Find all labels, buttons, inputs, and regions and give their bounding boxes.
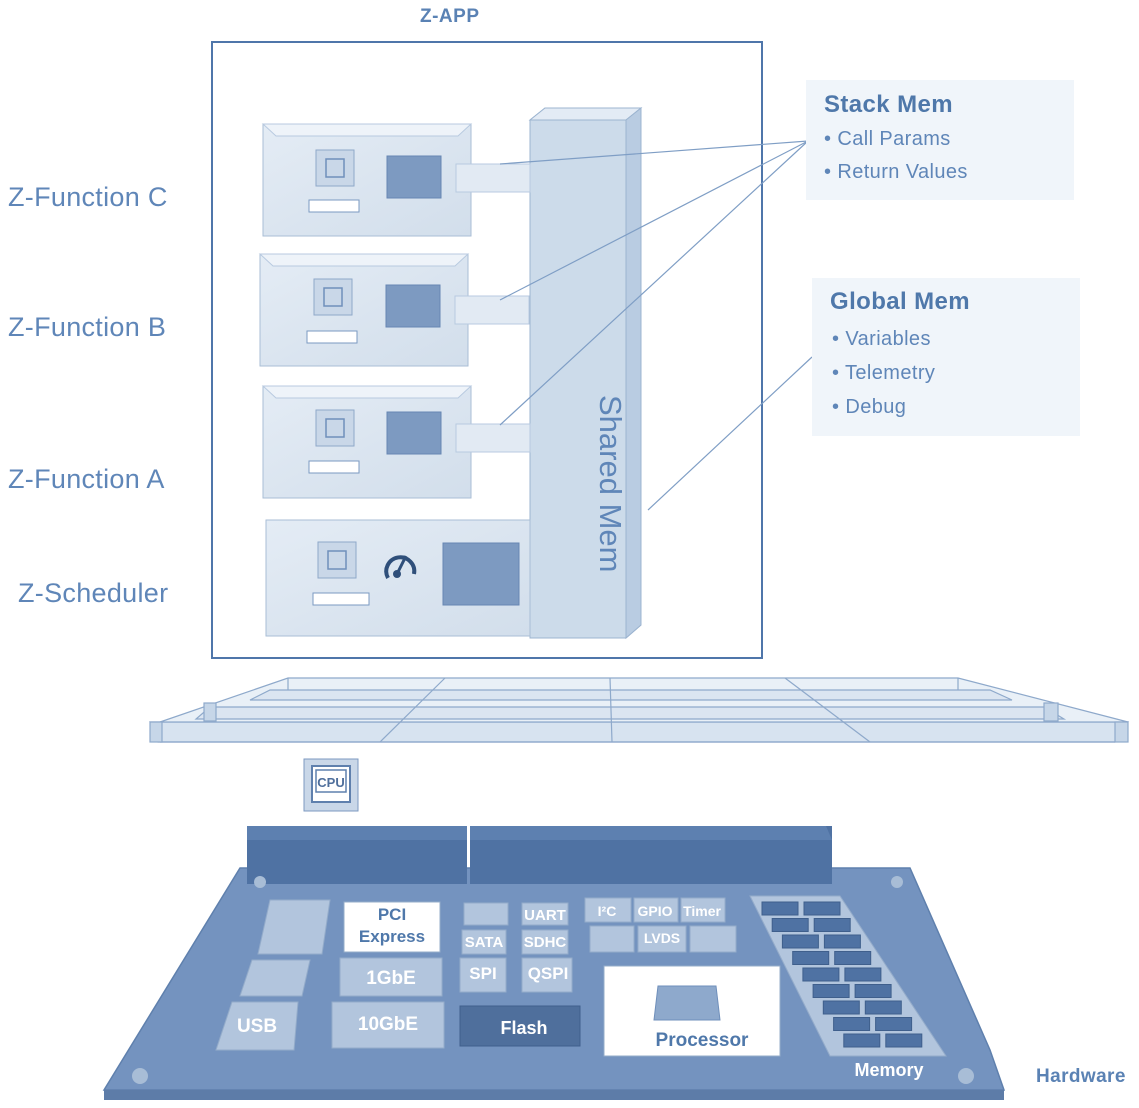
memory-cell (844, 967, 882, 982)
pci-label-line1: PCI (378, 905, 406, 924)
lvds-label: LVDS (644, 930, 680, 946)
gbe1-label: 1GbE (366, 968, 416, 989)
memory-cell (864, 1000, 902, 1015)
usb-label: USB (237, 1016, 277, 1037)
memory-cell (771, 918, 809, 932)
global-mem-item: • Telemetry (832, 362, 936, 384)
stack-mem-item: • Call Params (824, 128, 951, 150)
memory-cell (834, 951, 872, 965)
sata-label: SATA (465, 934, 504, 951)
memory-cell (812, 984, 850, 998)
gpio-label: GPIO (637, 903, 672, 919)
memory-cell (802, 967, 840, 982)
label-z-function-c: Z-Function C (8, 182, 168, 212)
gbe10-label: 10GbE (358, 1014, 418, 1035)
stack-mem-title: Stack Mem (824, 91, 953, 118)
i2c-label: I²C (598, 903, 617, 919)
hardware-chip-labels: PCI Express 1GbE 10GbE USB UART SATA SDH… (237, 903, 924, 1080)
memory-cell (875, 1017, 913, 1031)
z-app-container (211, 41, 763, 659)
memory-cell (833, 1017, 871, 1031)
connection-lines (499, 140, 813, 511)
flash-chip (459, 1005, 581, 1047)
processor-chip (603, 965, 781, 1057)
gbe1-chip (339, 957, 443, 997)
gauge-icon (384, 555, 417, 579)
module-z-function-b (258, 253, 530, 367)
memory-label: Memory (854, 1060, 923, 1080)
gbe10-chip (331, 1001, 445, 1049)
shared-mem-column (528, 106, 643, 640)
global-mem-item: • Variables (832, 328, 931, 350)
memory-cell (823, 934, 861, 949)
pci-label-line2: Express (359, 927, 425, 946)
cpu-icon: CPU (303, 758, 359, 812)
global-mem-title: Global Mem (830, 288, 971, 315)
module-z-function-c (261, 123, 531, 237)
module-z-scheduler (265, 519, 531, 637)
memory-cell (854, 984, 892, 998)
memory-cell (781, 934, 819, 949)
network-tray (149, 677, 1130, 743)
processor-label: Processor (656, 1030, 750, 1051)
label-z-scheduler: Z-Scheduler (18, 578, 169, 608)
qspi-label: QSPI (528, 964, 569, 983)
global-mem-item: • Debug (832, 396, 907, 418)
stack-mem-card: Stack Mem • Call Params • Return Values (806, 80, 1074, 200)
spi-label: SPI (469, 964, 496, 983)
uart-label: UART (524, 907, 566, 924)
app-title: Z-APP (420, 6, 480, 27)
label-z-function-b: Z-Function B (8, 312, 167, 342)
sdhc-label: SDHC (524, 934, 567, 951)
flash-label: Flash (500, 1018, 547, 1038)
memory-cell (843, 1033, 881, 1048)
cpu-icon-label: CPU (317, 775, 344, 790)
memory-cell (822, 1000, 860, 1015)
stack-mem-item: • Return Values (824, 161, 968, 183)
pci-express-chip (343, 901, 441, 953)
label-z-function-a: Z-Function A (8, 464, 165, 494)
global-mem-card: Global Mem • Variables • Telemetry • Deb… (812, 278, 1080, 436)
memory-cell (885, 1033, 923, 1048)
memory-cell (813, 918, 851, 932)
memory-cell (761, 901, 799, 916)
timer-label: Timer (683, 903, 721, 919)
memory-cell (803, 901, 841, 916)
shared-mem-label: Shared Mem (593, 395, 628, 572)
hardware-label: Hardware (1036, 1066, 1126, 1087)
memory-cell (792, 951, 830, 965)
module-z-function-a (261, 385, 531, 499)
usb-chip (215, 1001, 299, 1051)
